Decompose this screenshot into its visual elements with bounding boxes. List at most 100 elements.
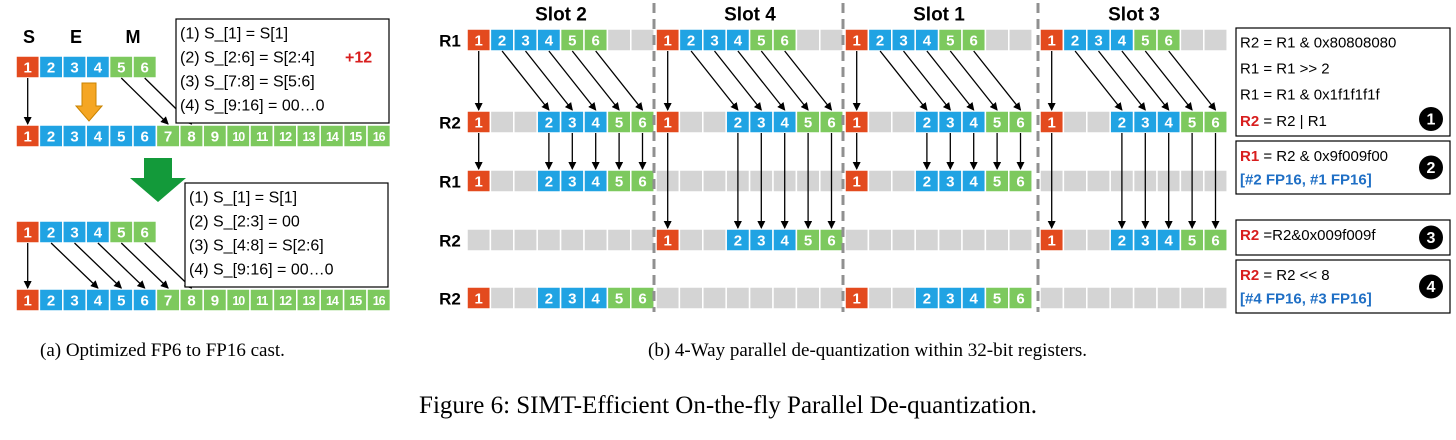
bit-label: 1	[1048, 115, 1056, 132]
bit-label: 6	[1211, 233, 1219, 250]
bit-cell	[630, 228, 655, 252]
bit-cell	[678, 228, 704, 252]
bit-label: 4	[734, 33, 743, 50]
operation-expr: = R2 << 8	[1259, 267, 1329, 284]
bit-cell	[867, 286, 893, 310]
bit-cell	[606, 28, 632, 52]
bit-cell	[1203, 28, 1228, 52]
bit-label: 2	[687, 33, 695, 50]
bit-label: 5	[993, 291, 1001, 308]
bit-arrow	[50, 242, 99, 289]
bit-label: 6	[141, 129, 149, 146]
step-number: 2	[1427, 160, 1436, 177]
bit-label: 4	[592, 115, 601, 132]
bit-label: 2	[545, 174, 553, 191]
bit-label: 5	[1188, 233, 1196, 250]
bit-label: 3	[70, 129, 78, 146]
bit-cell	[961, 228, 987, 252]
bit-label: 5	[568, 33, 576, 50]
rule-line: (1) S_[1] = S[1]	[180, 26, 288, 43]
bit-label: 2	[734, 115, 742, 132]
operation-target: R1	[1240, 148, 1259, 165]
bit-cell	[536, 228, 562, 252]
bit-cell	[1109, 286, 1135, 310]
bit-label: 3	[568, 174, 576, 191]
bit-label: 5	[117, 129, 125, 146]
bit-cell	[1132, 286, 1158, 310]
bit-arrow	[713, 50, 762, 111]
bit-label: 16	[373, 130, 386, 144]
bit-label: 6	[970, 33, 978, 50]
bit-cell	[489, 286, 515, 310]
bit-label: 5	[946, 33, 954, 50]
bit-label: 4	[1118, 33, 1127, 50]
bit-label: 10	[232, 294, 245, 308]
bit-label: 2	[923, 174, 931, 191]
bit-arrow	[1168, 50, 1217, 111]
bit-cell	[772, 286, 798, 310]
operation-line: R2 = R2 << 8	[1240, 267, 1330, 284]
rule-box-bottom	[184, 182, 389, 288]
bit-arrow	[120, 242, 169, 289]
bit-label: 2	[47, 60, 55, 77]
bit-arrow	[690, 50, 739, 111]
field-label: S	[23, 27, 35, 47]
bit-label: 2	[1071, 33, 1079, 50]
rule-boxes: (1) S_[1] = S[1](2) S_[2:6] = S[2:4]+12(…	[175, 18, 390, 288]
bit-label: 4	[94, 225, 103, 242]
bit-cell	[1203, 228, 1228, 252]
bit-cell	[366, 288, 392, 312]
bit-cell	[819, 228, 844, 252]
rule-line: (1) S_[1] = S[1]	[189, 190, 297, 207]
operation-line: R1 = R1 & 0x1f1f1f1f	[1240, 87, 1380, 104]
bit-label: 16	[373, 294, 386, 308]
bit-arrow	[1121, 50, 1170, 111]
bit-label: 5	[615, 115, 623, 132]
bit-arrows-b	[474, 50, 1220, 229]
bit-label: 2	[876, 33, 884, 50]
bit-label: 4	[970, 115, 979, 132]
bit-cell	[819, 286, 844, 310]
operation-box	[1235, 259, 1451, 314]
slot-label: Slot 3	[1108, 5, 1160, 26]
bit-label: 2	[1118, 233, 1126, 250]
bit-label: 4	[592, 174, 601, 191]
operation-note: [#4 FP16, #3 FP16]	[1240, 291, 1372, 308]
rule-line: (3) S_[7:8] = S[5:6]	[180, 74, 315, 91]
bit-label: 4	[94, 60, 103, 77]
slot-label: Slot 2	[535, 5, 587, 26]
bit-cell	[678, 169, 704, 193]
bit-label: 11	[256, 294, 268, 308]
operation-expr: = R2 | R1	[1259, 113, 1327, 130]
caption-b: (b) 4-Way parallel de-quantization withi…	[648, 340, 1088, 361]
bit-label: 2	[734, 233, 742, 250]
bit-cell	[891, 110, 916, 134]
bit-cell	[513, 169, 538, 193]
bit-arrow	[902, 50, 951, 111]
bit-label: 3	[946, 174, 954, 191]
bit-label: 1	[475, 33, 483, 50]
bit-label: 4	[94, 293, 103, 310]
bit-arrow	[879, 50, 928, 111]
bit-label: 6	[638, 291, 646, 308]
bit-cell	[891, 286, 916, 310]
bit-cell	[1008, 228, 1033, 252]
bit-label: 5	[117, 293, 125, 310]
bit-cell	[891, 169, 916, 193]
bit-label: 3	[1094, 33, 1102, 50]
bit-label: 1	[853, 174, 861, 191]
bit-cell	[1039, 286, 1065, 310]
bit-arrow	[524, 50, 573, 111]
bit-label: 4	[545, 33, 554, 50]
operation-line: R1 = R1 >> 2	[1240, 61, 1330, 78]
bit-cell	[489, 228, 515, 252]
bit-label: 14	[326, 294, 339, 308]
bit-label: 11	[256, 130, 268, 144]
bit-arrow	[737, 50, 786, 111]
bit-label: 2	[923, 115, 931, 132]
bit-cell	[630, 28, 655, 52]
bit-label: 13	[303, 130, 316, 144]
bit-arrow	[120, 77, 169, 125]
